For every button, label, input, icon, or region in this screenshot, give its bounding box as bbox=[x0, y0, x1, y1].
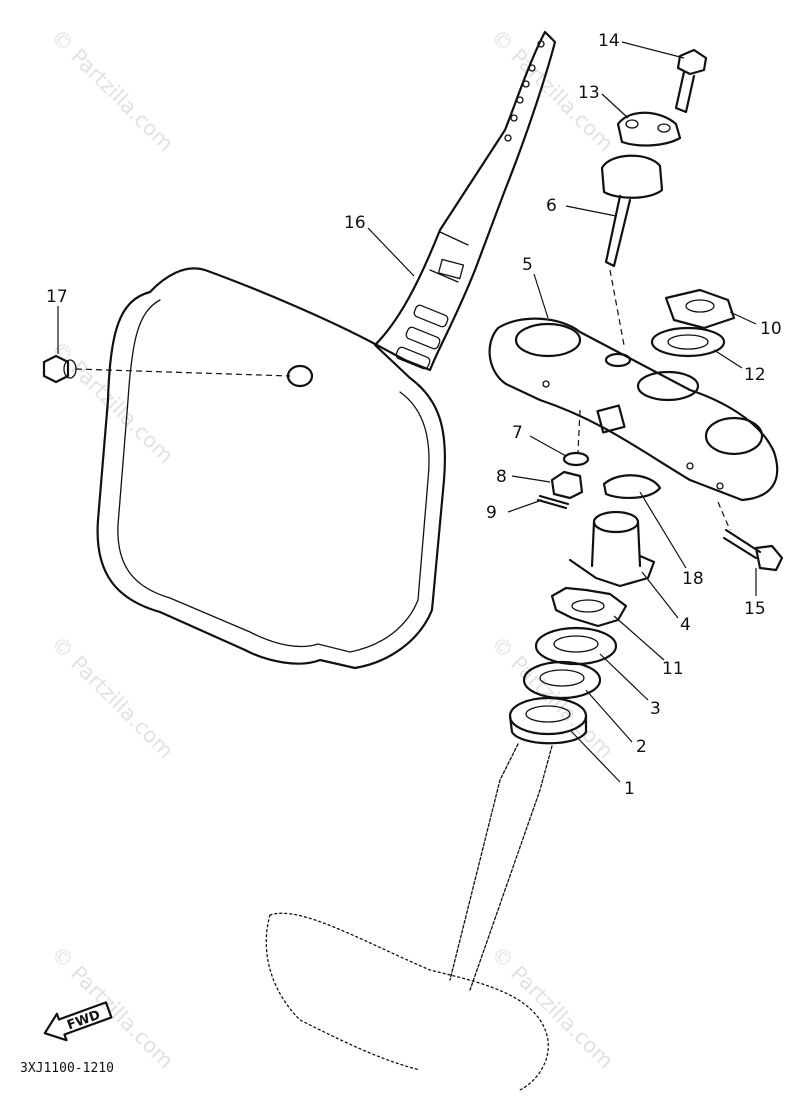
bearing-part-2[interactable] bbox=[522, 660, 602, 700]
callout-11[interactable]: 11 bbox=[662, 659, 684, 679]
callout-8[interactable]: 8 bbox=[496, 467, 507, 487]
steering-stem-outline bbox=[265, 743, 553, 1091]
callout-6[interactable]: 6 bbox=[546, 196, 557, 216]
callout-12[interactable]: 12 bbox=[744, 365, 766, 385]
ring-nut-part-11[interactable] bbox=[550, 586, 628, 628]
watermark-text: © Partzilla.com bbox=[486, 942, 618, 1074]
diagram-code: 3XJ1100-1210 bbox=[20, 1061, 114, 1076]
callout-10[interactable]: 10 bbox=[760, 319, 782, 339]
watermark-text: © Partzilla.com bbox=[46, 632, 178, 764]
forward-direction-arrow: FWD bbox=[43, 1001, 113, 1042]
watermark-text: © Partzilla.com bbox=[46, 25, 178, 157]
washer-part-7[interactable] bbox=[562, 451, 590, 467]
handlebar-holder-part-6[interactable] bbox=[600, 154, 664, 346]
assembly-line bbox=[75, 368, 291, 377]
leader-lines bbox=[57, 41, 757, 783]
callout-16[interactable]: 16 bbox=[344, 213, 366, 233]
nut-part-8[interactable] bbox=[550, 470, 584, 500]
callout-4[interactable]: 4 bbox=[680, 615, 691, 635]
callout-13[interactable]: 13 bbox=[578, 83, 600, 103]
callout-18[interactable]: 18 bbox=[682, 569, 704, 589]
steering-nut-part-10[interactable] bbox=[664, 288, 736, 330]
assembly-line bbox=[717, 501, 731, 531]
callout-2[interactable]: 2 bbox=[636, 737, 647, 757]
watermark-layer: © Partzilla.com © Partzilla.com © Partzi… bbox=[46, 25, 618, 1074]
assembly-line bbox=[609, 269, 625, 346]
callout-14[interactable]: 14 bbox=[598, 31, 620, 51]
upper-bracket-part-5[interactable] bbox=[488, 317, 779, 502]
callout-labels: 14 13 6 16 5 17 10 12 7 8 9 18 15 4 11 3… bbox=[46, 31, 782, 799]
ring-nut-part-4[interactable] bbox=[568, 510, 656, 588]
watermark-text: © Partzilla.com bbox=[46, 337, 178, 469]
bolt-part-17[interactable] bbox=[42, 354, 291, 384]
bearing-part-1[interactable] bbox=[508, 696, 588, 745]
callout-17[interactable]: 17 bbox=[46, 287, 68, 307]
bolt-part-14[interactable] bbox=[674, 48, 708, 114]
washer-part-12[interactable] bbox=[650, 326, 726, 358]
callout-5[interactable]: 5 bbox=[522, 255, 533, 275]
callout-3[interactable]: 3 bbox=[650, 699, 661, 719]
lock-washer-part-18[interactable] bbox=[577, 404, 662, 500]
callout-9[interactable]: 9 bbox=[486, 503, 497, 523]
cotter-pin-part-9[interactable] bbox=[536, 494, 570, 510]
number-plate-part-16[interactable] bbox=[96, 30, 557, 670]
callout-15[interactable]: 15 bbox=[744, 599, 766, 619]
assembly-line bbox=[577, 409, 581, 453]
handlebar-cap-part-13[interactable] bbox=[616, 111, 682, 147]
callout-7[interactable]: 7 bbox=[512, 423, 523, 443]
bolt-part-15[interactable] bbox=[717, 501, 784, 572]
watermark-text: © Partzilla.com bbox=[46, 942, 178, 1074]
callout-1[interactable]: 1 bbox=[624, 779, 635, 799]
